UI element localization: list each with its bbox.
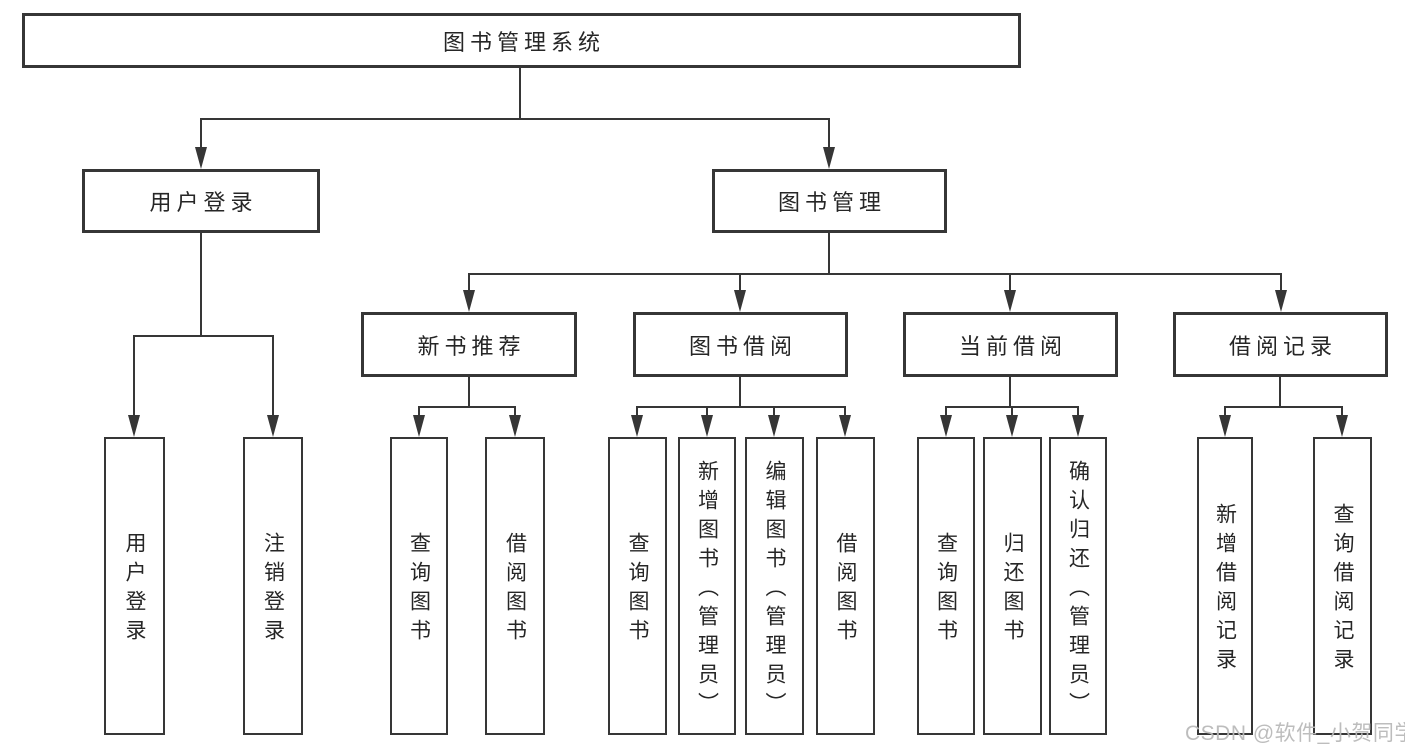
node-borrow-records: 借阅记录 (1173, 312, 1388, 377)
leaf-recommend-borrow-books-label: 借阅图书 (503, 532, 527, 648)
connector-line (418, 406, 516, 408)
connector-line (468, 273, 470, 293)
arrowhead-down-icon (1336, 415, 1348, 437)
arrowhead-down-icon (413, 415, 425, 437)
leaf-current-confirm-return-admin-label: 确认归还（管理员） (1066, 459, 1090, 721)
leaf-borrow-query-books-label: 查询图书 (626, 532, 649, 648)
leaf-logout: 注销登录 (243, 437, 303, 735)
arrowhead-down-icon (1006, 415, 1018, 437)
connector-line (200, 233, 202, 337)
connector-line (514, 406, 516, 418)
leaf-current-return-books-label: 归还图书 (1001, 532, 1024, 648)
connector-line (272, 335, 274, 418)
node-book-management: 图书管理 (712, 169, 947, 233)
csdn-watermark: CSDN @软件_小贺同学 (1185, 722, 1405, 745)
leaf-recommend-query-books-label: 查询图书 (407, 532, 431, 648)
node-root-label: 图书管理系统 (442, 29, 605, 55)
connector-line (828, 118, 830, 150)
arrowhead-down-icon (940, 415, 952, 437)
leaf-borrow-add-books-admin: 新增图书（管理员） (678, 437, 736, 735)
connector-line (133, 335, 274, 337)
node-book-borrow: 图书借阅 (633, 312, 848, 377)
connector-line (636, 406, 638, 418)
leaf-borrow-add-books-admin-label: 新增图书（管理员） (695, 459, 719, 721)
arrowhead-down-icon (823, 147, 835, 169)
arrowhead-down-icon (1275, 290, 1287, 312)
connector-line (1341, 406, 1343, 418)
connector-line (706, 406, 708, 418)
connector-line (1224, 406, 1226, 418)
arrowhead-down-icon (631, 415, 643, 437)
leaf-borrow-borrow-books: 借阅图书 (816, 437, 875, 735)
arrowhead-down-icon (509, 415, 521, 437)
connector-line (828, 233, 830, 275)
leaf-recommend-query-books: 查询图书 (390, 437, 448, 735)
connector-line (739, 377, 741, 408)
arrowhead-down-icon (267, 415, 279, 437)
connector-line (1011, 406, 1013, 418)
connector-line (739, 273, 741, 293)
connector-line (1280, 273, 1282, 293)
arrowhead-down-icon (463, 290, 475, 312)
leaf-current-query-books-label: 查询图书 (934, 532, 958, 648)
node-current-borrow-label: 当前借阅 (958, 333, 1067, 359)
connector-line (1009, 273, 1011, 293)
leaf-records-query-record: 查询借阅记录 (1313, 437, 1372, 735)
leaf-user-login: 用户登录 (104, 437, 165, 735)
node-book-management-label: 图书管理 (777, 190, 886, 215)
node-borrow-records-label: 借阅记录 (1228, 333, 1337, 359)
leaf-records-query-record-label: 查询借阅记录 (1331, 503, 1354, 677)
arrowhead-down-icon (768, 415, 780, 437)
connector-line (200, 118, 830, 120)
connector-line (1009, 377, 1011, 408)
connector-line (1077, 406, 1079, 418)
leaf-borrow-borrow-books-label: 借阅图书 (834, 532, 857, 648)
arrowhead-down-icon (1072, 415, 1084, 437)
connector-line (519, 68, 521, 119)
arrowhead-down-icon (1004, 290, 1016, 312)
node-root: 图书管理系统 (22, 13, 1021, 68)
arrowhead-down-icon (701, 415, 713, 437)
arrowhead-down-icon (128, 415, 140, 437)
node-book-borrow-label: 图书借阅 (688, 333, 797, 359)
connector-line (418, 406, 420, 418)
leaf-current-query-books: 查询图书 (917, 437, 975, 735)
connector-line (468, 273, 1282, 275)
leaf-borrow-edit-books-admin-label: 编辑图书（管理员） (763, 459, 786, 721)
connector-line (1224, 406, 1343, 408)
leaf-borrow-query-books: 查询图书 (608, 437, 667, 735)
leaf-current-return-books: 归还图书 (983, 437, 1042, 735)
arrowhead-down-icon (839, 415, 851, 437)
connector-line (844, 406, 846, 418)
arrowhead-down-icon (195, 147, 207, 169)
node-user-login: 用户登录 (82, 169, 320, 233)
node-new-book-recommend-label: 新书推荐 (417, 333, 526, 359)
leaf-recommend-borrow-books: 借阅图书 (485, 437, 545, 735)
connector-line (200, 118, 202, 150)
connector-line (133, 335, 135, 418)
leaf-current-confirm-return-admin: 确认归还（管理员） (1049, 437, 1107, 735)
leaf-borrow-edit-books-admin: 编辑图书（管理员） (745, 437, 804, 735)
node-new-book-recommend: 新书推荐 (361, 312, 577, 377)
connector-line (468, 377, 470, 408)
connector-line (1279, 377, 1281, 408)
connector-line (773, 406, 775, 418)
leaf-user-login-label: 用户登录 (123, 532, 146, 648)
leaf-records-add-record: 新增借阅记录 (1197, 437, 1253, 735)
node-current-borrow: 当前借阅 (903, 312, 1118, 377)
connector-line (636, 406, 846, 408)
connector-line (945, 406, 947, 418)
leaf-logout-label: 注销登录 (261, 532, 285, 648)
node-user-login-label: 用户登录 (149, 190, 258, 215)
arrowhead-down-icon (734, 290, 746, 312)
leaf-records-add-record-label: 新增借阅记录 (1213, 503, 1237, 677)
arrowhead-down-icon (1219, 415, 1231, 437)
